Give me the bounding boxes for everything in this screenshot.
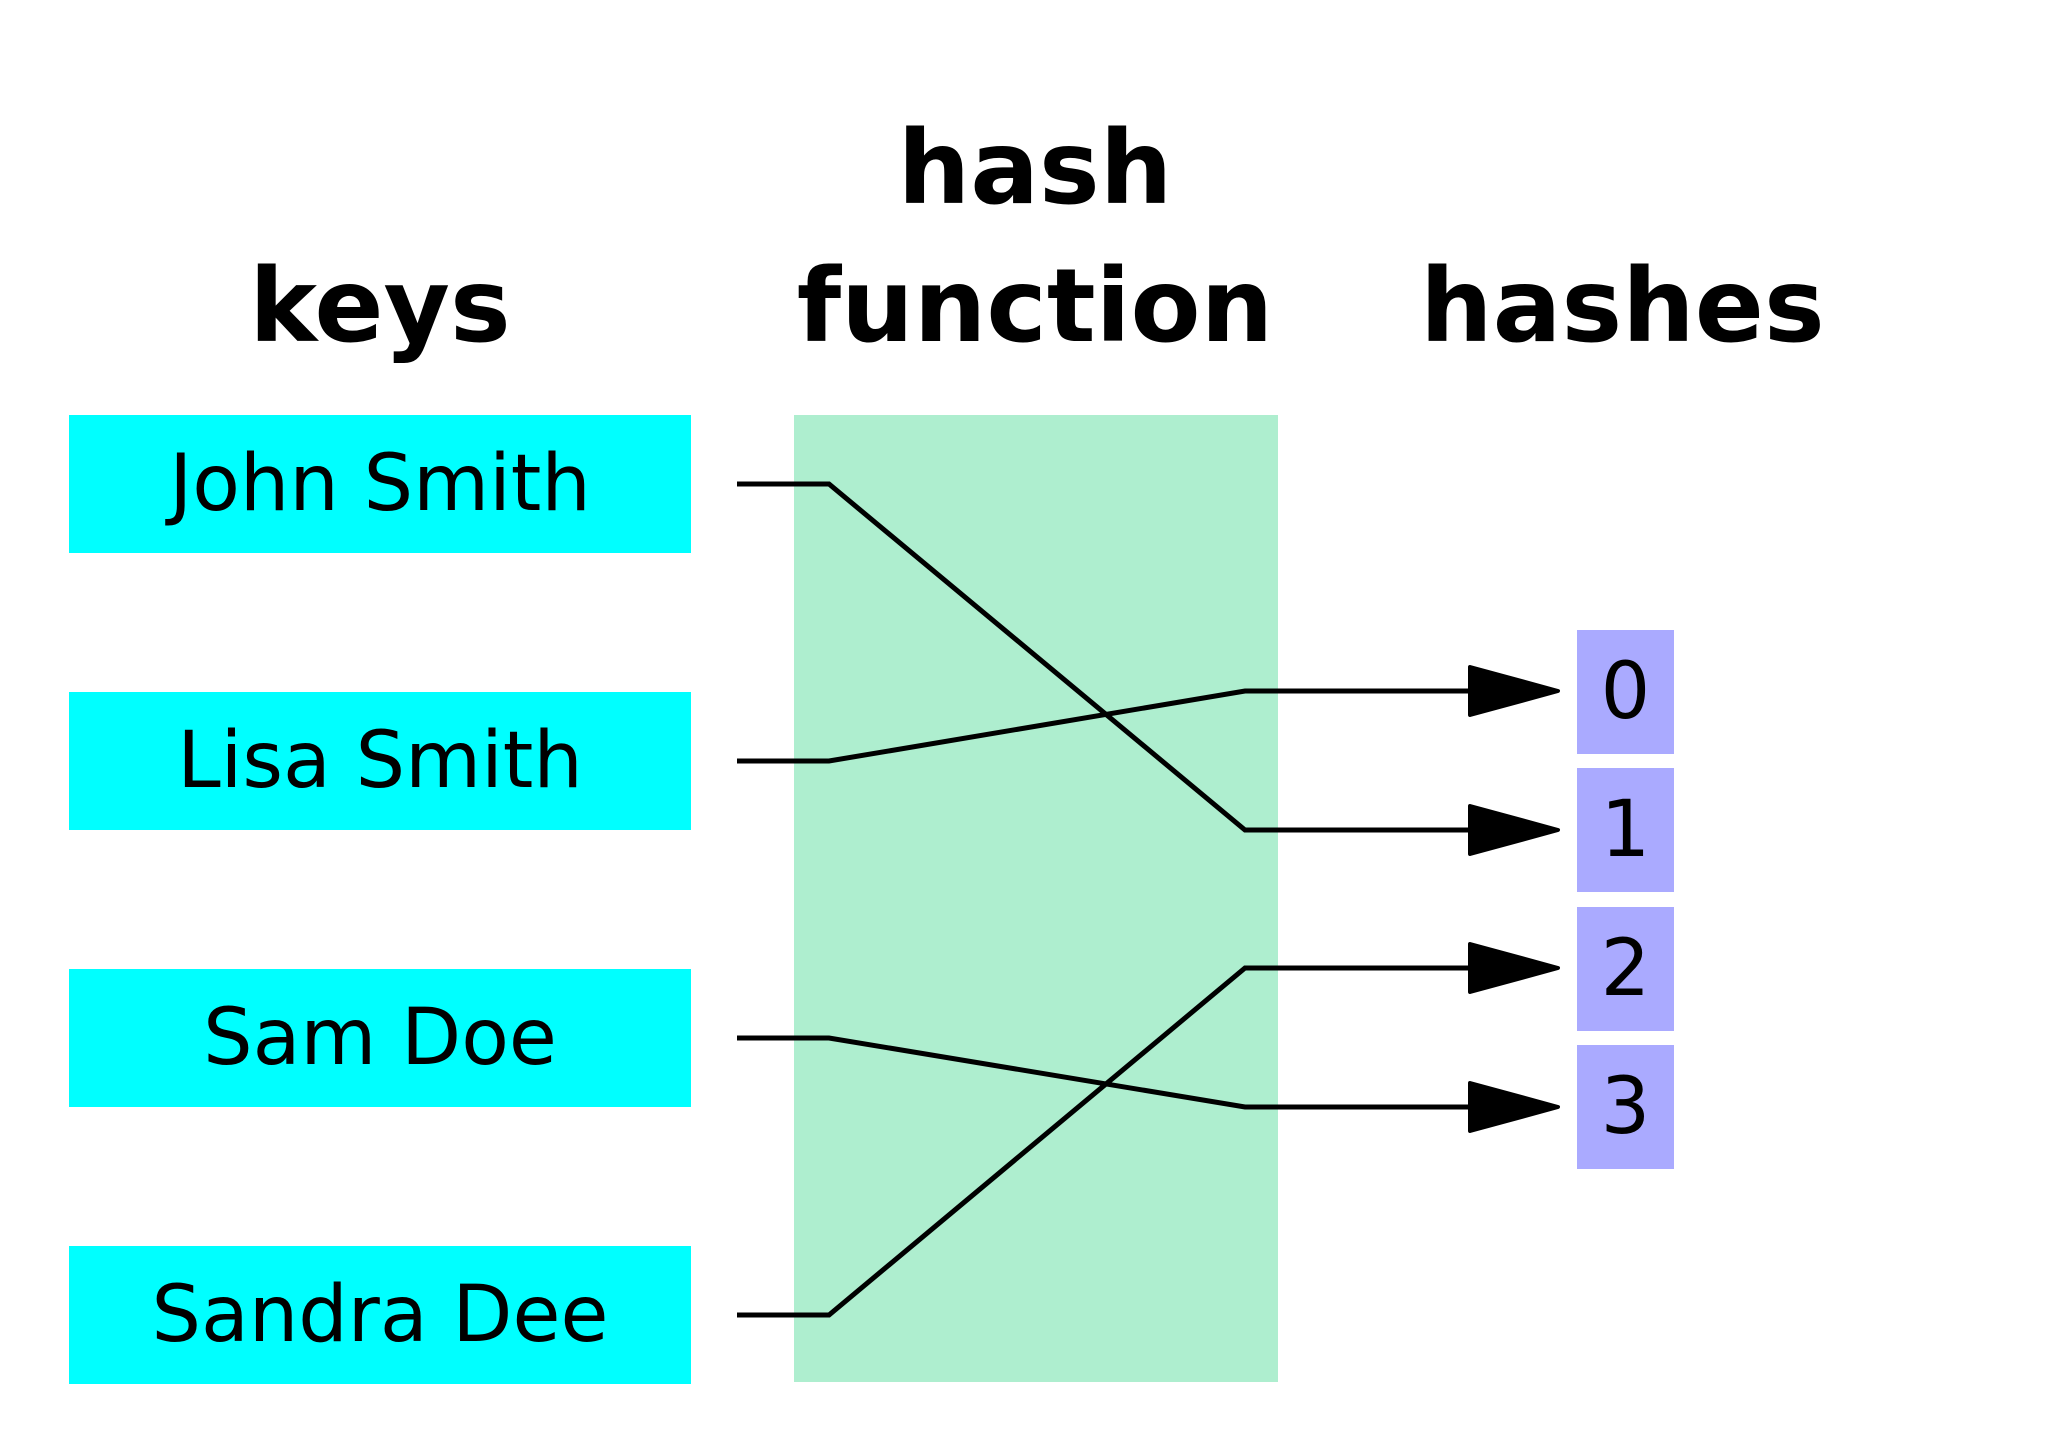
connector-line [737, 481, 1470, 833]
mapping-connectors [737, 481, 1560, 1318]
keys-heading: keys [249, 247, 511, 366]
key-box-sandra-dee: Sandra Dee [69, 1246, 691, 1384]
arrowhead-icon [1468, 942, 1560, 994]
key-box-lisa-smith: Lisa Smith [69, 692, 691, 830]
key-box-sam-doe: Sam Doe [69, 969, 691, 1107]
hashes-heading: hashes [1420, 247, 1825, 366]
hash-box-0: 0 [1577, 630, 1674, 754]
arrowhead-icon [1468, 665, 1560, 717]
arrowhead-icon [1468, 804, 1560, 856]
arrowhead-icon [1468, 1081, 1560, 1133]
connector-line [737, 965, 1470, 1318]
connector-line [737, 1035, 1470, 1110]
hash-box-3: 3 [1577, 1045, 1674, 1169]
hash-function-heading-line1: hash [897, 109, 1173, 228]
hash-function-box [794, 415, 1278, 1382]
connector-line [737, 688, 1470, 764]
hash-function-heading-line2: function [796, 247, 1274, 366]
hash-box-1: 1 [1577, 768, 1674, 892]
key-box-john-smith: John Smith [69, 415, 691, 553]
hash-box-2: 2 [1577, 907, 1674, 1031]
